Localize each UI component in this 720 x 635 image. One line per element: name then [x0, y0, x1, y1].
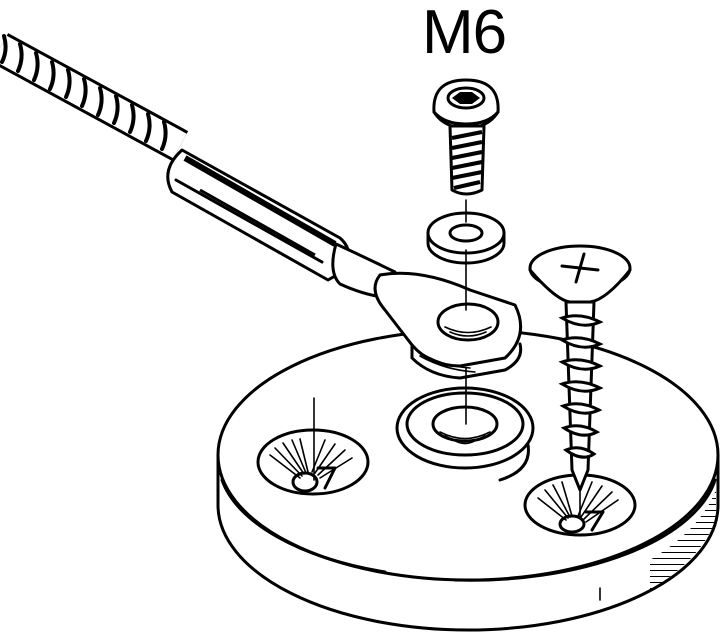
swage-eye-terminal: [166, 148, 523, 380]
countersunk-wood-screw: [528, 244, 632, 492]
left-countersunk-hole: [256, 428, 370, 496]
center-threaded-boss: [395, 386, 535, 482]
assembly-axis-lines: [313, 199, 581, 519]
thread-size-label: M6: [422, 0, 507, 67]
m6-button-head-bolt: [432, 78, 500, 196]
wire-rope: [0, 33, 189, 161]
